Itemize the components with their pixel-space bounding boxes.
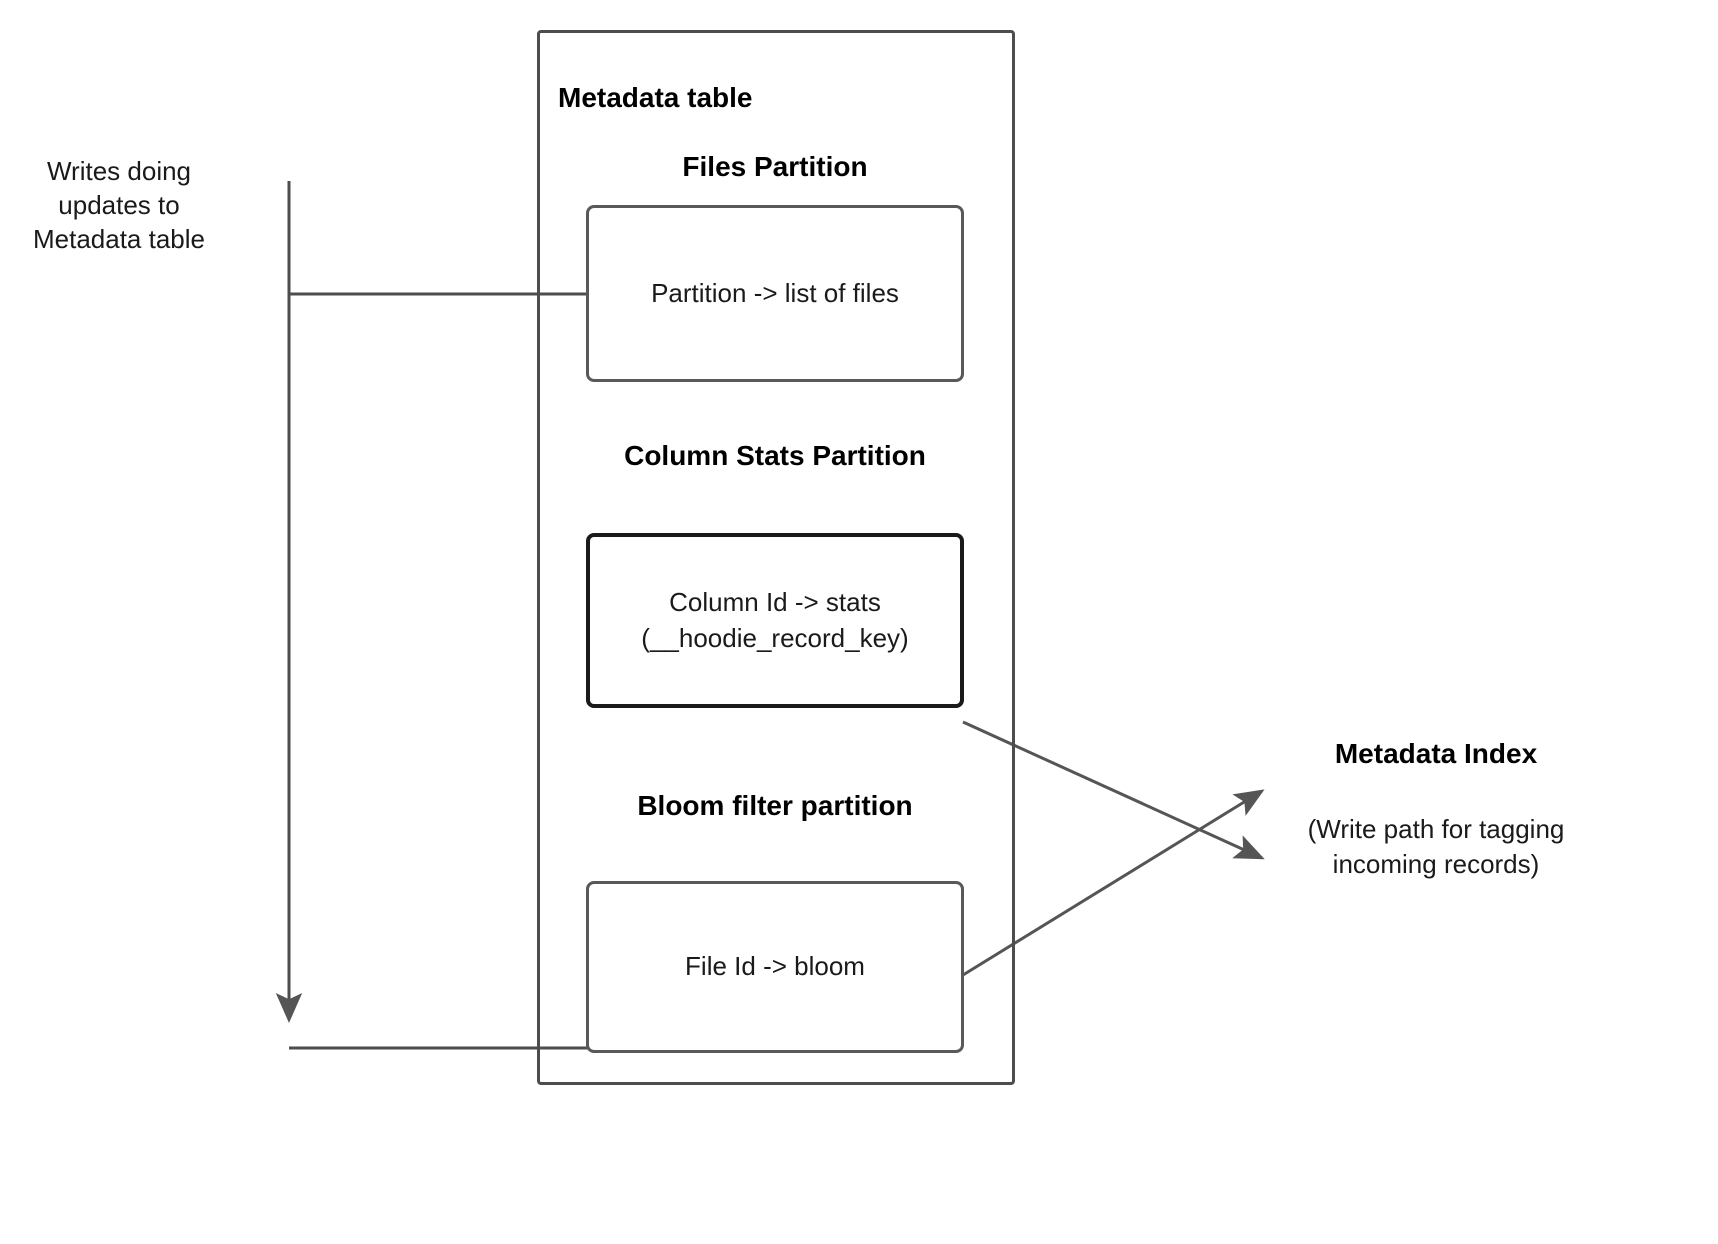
bloom-filter-partition-box-text: File Id -> bloom [685, 951, 865, 982]
bloom-filter-partition-title: Bloom filter partition [637, 790, 913, 821]
metadata-index-label: Metadata Index [1334, 738, 1538, 769]
writes-annotation-label: Writes doing updates to Metadata table [32, 156, 205, 254]
files-partition-box: Partition -> list of files [586, 205, 964, 382]
column-stats-partition-title: Column Stats Partition [624, 440, 926, 471]
metadata-table-label: Metadata table [558, 82, 753, 113]
metadata-table-container [537, 30, 1015, 1085]
metadata-index-caption: (Write path for tagging incoming records… [1307, 814, 1565, 879]
files-partition-box-text: Partition -> list of files [651, 277, 899, 308]
bloom-filter-partition-box: File Id -> bloom [586, 881, 964, 1053]
column-stats-partition-box-text: Column Id -> stats (__hoodie_record_key) [641, 587, 909, 653]
files-partition-title: Files Partition [682, 151, 868, 182]
column-stats-partition-box: Column Id -> stats (__hoodie_record_key) [586, 533, 964, 708]
